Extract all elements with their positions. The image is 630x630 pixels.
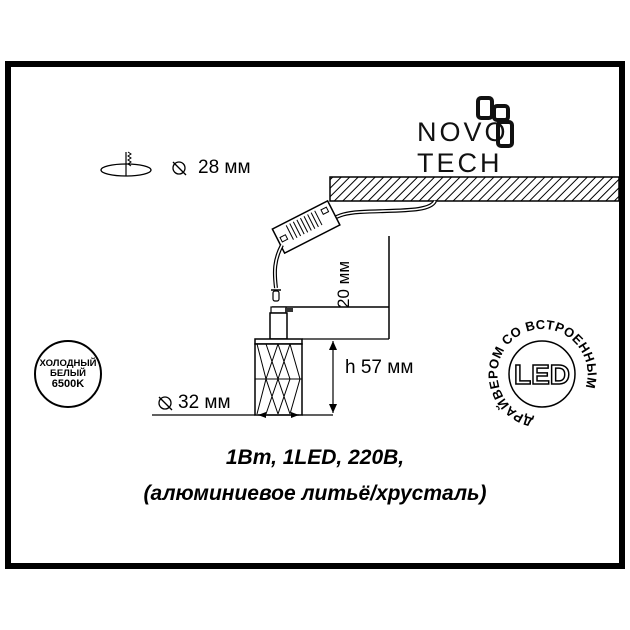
color-temperature-badge: ХОЛОДНЫЙ БЕЛЫЙ 6500K <box>34 340 102 408</box>
diameter-symbol-icon <box>158 396 173 411</box>
ceiling-cutout-icon <box>100 151 152 177</box>
ceiling-slab <box>329 176 620 202</box>
led-driver-badge-icon: ДРАЙВЕРОМ СО ВСТРОЕННЫМ LED <box>485 317 599 430</box>
body-diameter-dimension: 32 мм <box>178 392 231 413</box>
badge-line-2: БЕЛЫЙ <box>50 368 86 379</box>
body-height-dimension: h 57 мм <box>345 357 414 378</box>
brand-logo-text: NOVOTECH <box>417 117 509 178</box>
cutout-diameter-label: 28 мм <box>198 157 251 178</box>
spec-material-line: (алюминиевое литьё/хрусталь) <box>143 482 487 505</box>
spec-power-line: 1Вт, 1LED, 220В, <box>225 446 405 469</box>
badge-line-3: 6500K <box>51 378 85 390</box>
diameter-symbol-icon <box>172 161 187 176</box>
svg-text:LED: LED <box>514 359 570 390</box>
novotech-logo-mark-icon <box>476 96 514 148</box>
badge-line-1: ХОЛОДНЫЙ <box>39 358 97 369</box>
diagram-frame <box>5 61 625 569</box>
mount-height-dimension: 20 мм <box>334 260 353 308</box>
